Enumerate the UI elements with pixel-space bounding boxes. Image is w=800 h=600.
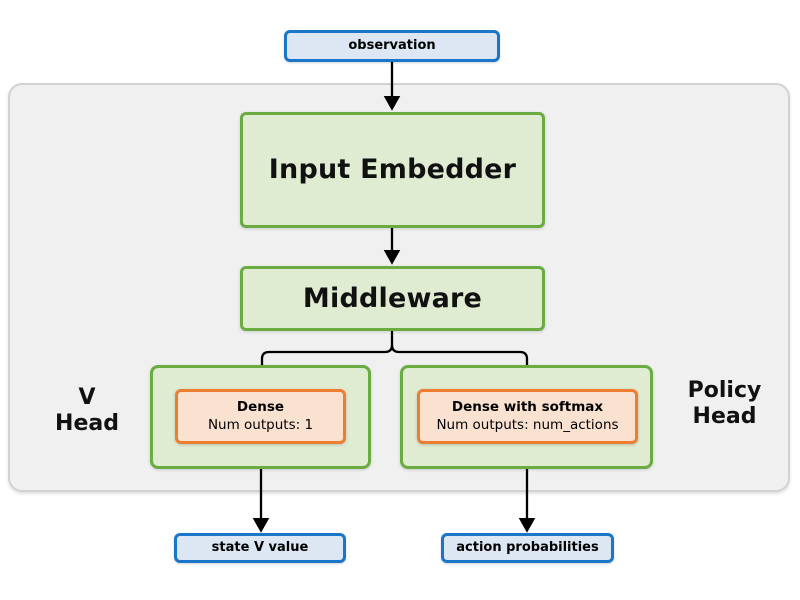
caption-v-head-line1: V: [78, 385, 96, 410]
node-observation-label: observation: [348, 37, 436, 53]
caption-v-head-line2: Head: [55, 410, 119, 436]
node-middleware-label: Middleware: [302, 282, 483, 314]
node-middleware[interactable]: Middleware: [240, 266, 545, 331]
caption-v-head: V Head: [28, 385, 146, 436]
node-policy-head-dense-title: Dense with softmax: [451, 398, 604, 415]
node-action-probabilities-label: action probabilities: [456, 539, 599, 555]
caption-policy-head-line1: Policy: [687, 378, 762, 403]
node-v-head-dense-subtitle: Num outputs: 1: [207, 416, 314, 433]
node-v-head-dense[interactable]: Dense Num outputs: 1: [175, 389, 346, 444]
node-input-embedder[interactable]: Input Embedder: [240, 112, 545, 228]
node-action-probabilities[interactable]: action probabilities: [441, 533, 614, 563]
caption-policy-head: Policy Head: [662, 378, 787, 429]
node-policy-head-dense-subtitle: Num outputs: num_actions: [436, 416, 619, 433]
node-observation[interactable]: observation: [284, 30, 500, 62]
node-policy-head-dense[interactable]: Dense with softmax Num outputs: num_acti…: [417, 389, 638, 444]
node-v-head-dense-title: Dense: [236, 398, 285, 415]
caption-policy-head-line2: Head: [692, 403, 757, 429]
node-state-v-value[interactable]: state V value: [174, 533, 346, 563]
node-state-v-value-label: state V value: [211, 539, 309, 555]
node-input-embedder-label: Input Embedder: [268, 154, 517, 186]
